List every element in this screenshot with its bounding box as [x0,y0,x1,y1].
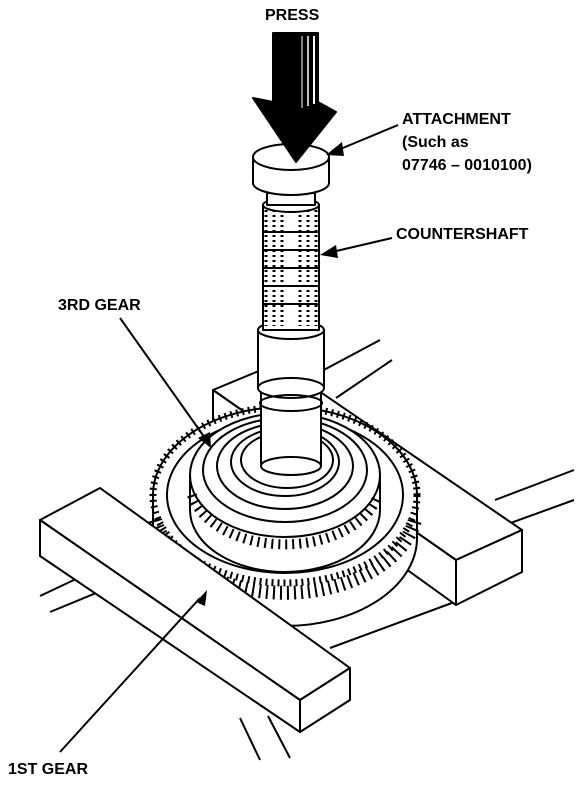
third-gear-label: 3RD GEAR [58,297,141,314]
front-wood-block [39,487,351,733]
attachment-example-line: (Such as [402,134,469,151]
attachment-part-number: 07746 – 0010100) [402,157,532,174]
attachment-label: ATTACHMENT [402,111,511,128]
countershaft-label: COUNTERSHAFT [396,226,529,243]
press-arrow-icon [252,32,337,163]
first-gear-label: 1ST GEAR [8,761,89,778]
press-label: PRESS [265,7,320,24]
countershaft [257,192,325,476]
leader-lines [59,124,399,753]
